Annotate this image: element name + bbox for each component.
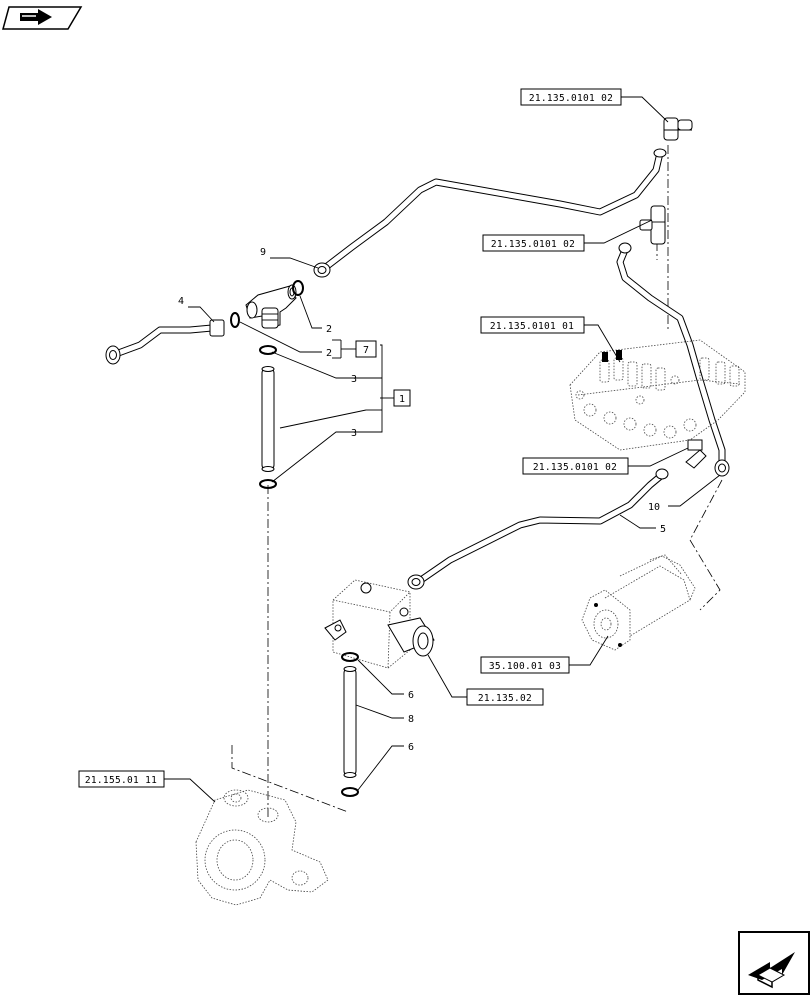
pipe-10 (616, 242, 730, 477)
svg-text:7: 7 (363, 345, 369, 356)
hydraulic-motor (581, 554, 696, 651)
callout-2: 2 (326, 348, 332, 359)
svg-text:1: 1 (399, 394, 405, 405)
leader-lines (164, 96, 721, 803)
o-ring (259, 345, 277, 355)
callout-3: 3 (351, 374, 357, 385)
callout-8: 8 (408, 714, 414, 725)
callout-5: 5 (660, 524, 666, 535)
callout-10: 10 (648, 502, 660, 513)
short-pipe-4 (105, 319, 225, 365)
callout-6: 6 (408, 742, 414, 753)
o-ring (341, 787, 359, 797)
svg-text:21.135.0101 01: 21.135.0101 01 (490, 321, 574, 332)
svg-text:21.135.0101 02: 21.135.0101 02 (491, 239, 575, 250)
control-valve-block (569, 339, 746, 451)
callout-3: 3 (351, 428, 357, 439)
callout-6: 6 (408, 690, 414, 701)
book-navigation-icon[interactable] (2, 6, 83, 30)
upper-fitting (663, 117, 693, 141)
kit-box-7[interactable]: 7 (355, 340, 377, 358)
pump-housing (195, 789, 329, 906)
callout-4: 4 (178, 296, 184, 307)
reference-cylinder[interactable]: 21.135.02 (466, 688, 544, 706)
callout-2: 2 (326, 324, 332, 335)
callout-9: 9 (260, 247, 266, 258)
reference-valve-top[interactable]: 21.135.0101 02 (520, 88, 622, 106)
reference-pump[interactable]: 21.155.01 11 (78, 770, 165, 788)
svg-text:21.155.01 11: 21.155.01 11 (85, 775, 157, 786)
steering-cylinder (324, 579, 435, 669)
o-ring (341, 652, 359, 662)
mid-fitting (639, 205, 666, 245)
next-page-icon[interactable] (738, 931, 810, 995)
axis-line (689, 479, 723, 611)
pipe-5 (407, 449, 707, 590)
svg-text:21.135.0101 02: 21.135.0101 02 (533, 462, 617, 473)
axis-line (231, 745, 349, 813)
reference-valve-low[interactable]: 21.135.0101 02 (522, 457, 629, 475)
o-ring (259, 479, 277, 489)
kit-box-1[interactable]: 1 (393, 389, 411, 407)
reference-valve-mid[interactable]: 21.135.0101 02 (482, 234, 585, 252)
tee-fitting (230, 280, 304, 329)
vertical-tube (261, 366, 275, 472)
svg-text:21.135.0101 02: 21.135.0101 02 (529, 93, 613, 104)
upper-pipe (313, 148, 667, 278)
vertical-tube-8 (343, 666, 357, 778)
svg-text:35.100.01 03: 35.100.01 03 (489, 661, 561, 672)
reference-motor[interactable]: 35.100.01 03 (480, 656, 570, 674)
svg-text:21.135.02: 21.135.02 (478, 693, 532, 704)
reference-valve-block[interactable]: 21.135.0101 01 (480, 316, 585, 334)
